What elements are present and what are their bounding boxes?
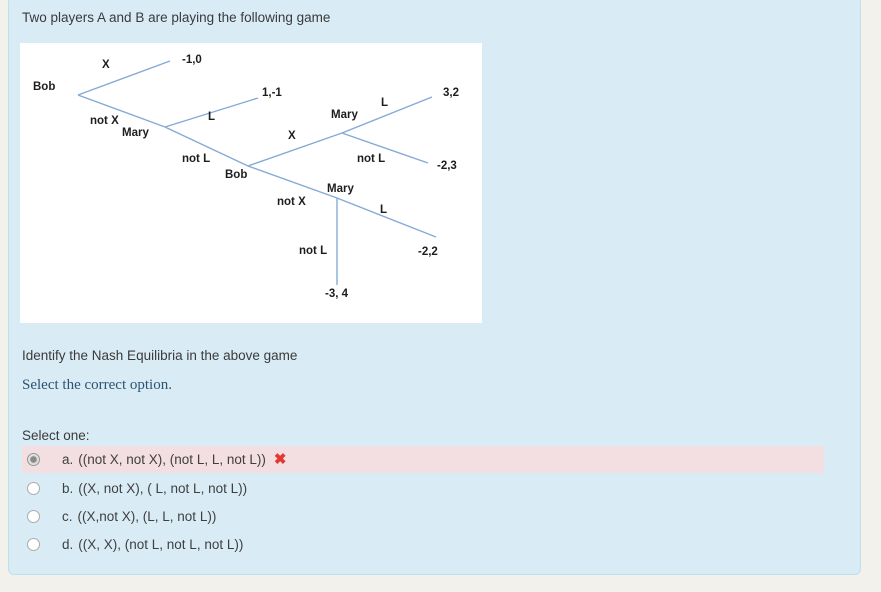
tree-edge xyxy=(336,197,437,238)
tree-label-payoff-2: 1,-1 xyxy=(262,87,282,99)
tree-label-payoff-6: -3, 4 xyxy=(325,288,349,300)
tree-label-payoff-4: -2,3 xyxy=(437,160,457,172)
tree-label-edge-l-2: L xyxy=(381,97,389,109)
option-label: b.((X, not X), ( L, not L, not L)) xyxy=(62,480,248,496)
tree-label-edge-notl-1: not L xyxy=(182,153,211,165)
tree-label-edge-l-1: L xyxy=(208,111,216,123)
tree-label-player-bob-1: Bob xyxy=(33,81,56,93)
tree-label-edge-notx-1: not X xyxy=(90,115,119,127)
question-instruction: Select the correct option. xyxy=(22,377,172,393)
tree-label-edge-notl-2: not L xyxy=(357,153,386,165)
answer-option-c[interactable]: c.((X,not X), (L, L, not L)) ✖ xyxy=(22,502,824,530)
radio-option-d[interactable] xyxy=(27,537,40,551)
question-prompt: Identify the Nash Equilibria in the abov… xyxy=(22,348,298,363)
option-label: c.((X,not X), (L, L, not L)) xyxy=(62,508,217,524)
tree-edge xyxy=(164,126,249,167)
tree-label-payoff-3: 3,2 xyxy=(443,87,459,99)
tree-label-payoff-1: -1,0 xyxy=(182,54,202,66)
tree-edge xyxy=(247,132,343,167)
tree-edge xyxy=(164,97,259,128)
answer-option-b[interactable]: b.((X, not X), ( L, not L, not L)) ✖ xyxy=(22,474,824,502)
tree-edge xyxy=(341,132,429,164)
tree-edge xyxy=(77,60,171,96)
tree-label-edge-l-3: L xyxy=(380,204,388,216)
tree-edge xyxy=(341,96,433,134)
tree-label-edge-x-1: X xyxy=(102,59,110,71)
answer-options: a.((not X, not X), (not L, L, not L)) ✖ … xyxy=(22,446,824,558)
tree-label-player-bob-2: Bob xyxy=(225,169,248,181)
tree-label-player-mary-1: Mary xyxy=(122,127,149,139)
tree-label-player-mary-3: Mary xyxy=(327,183,354,195)
question-intro: Two players A and B are playing the foll… xyxy=(22,10,331,25)
tree-label-player-mary-2: Mary xyxy=(331,109,358,121)
tree-edge xyxy=(77,94,166,128)
radio-option-c[interactable] xyxy=(27,509,40,523)
incorrect-icon: ✖ xyxy=(273,451,287,468)
tree-label-edge-notx-2: not X xyxy=(277,196,306,208)
answer-option-d[interactable]: d.((X, X), (not L, not L, not L)) ✖ xyxy=(22,530,824,558)
tree-edge xyxy=(247,165,338,199)
answer-option-a[interactable]: a.((not X, not X), (not L, L, not L)) ✖ xyxy=(22,446,824,473)
tree-label-payoff-5: -2,2 xyxy=(418,246,438,258)
option-label: d.((X, X), (not L, not L, not L)) xyxy=(62,536,244,552)
select-one-label: Select one: xyxy=(22,428,90,443)
option-label: a.((not X, not X), (not L, L, not L)) xyxy=(62,452,266,467)
tree-label-edge-notl-3: not L xyxy=(299,245,328,257)
radio-option-b[interactable] xyxy=(27,481,40,495)
game-tree-lines xyxy=(77,60,437,285)
tree-label-edge-x-2: X xyxy=(288,130,296,142)
radio-option-a[interactable] xyxy=(27,453,40,466)
question-content: Two players A and B are playing the foll… xyxy=(8,0,859,573)
